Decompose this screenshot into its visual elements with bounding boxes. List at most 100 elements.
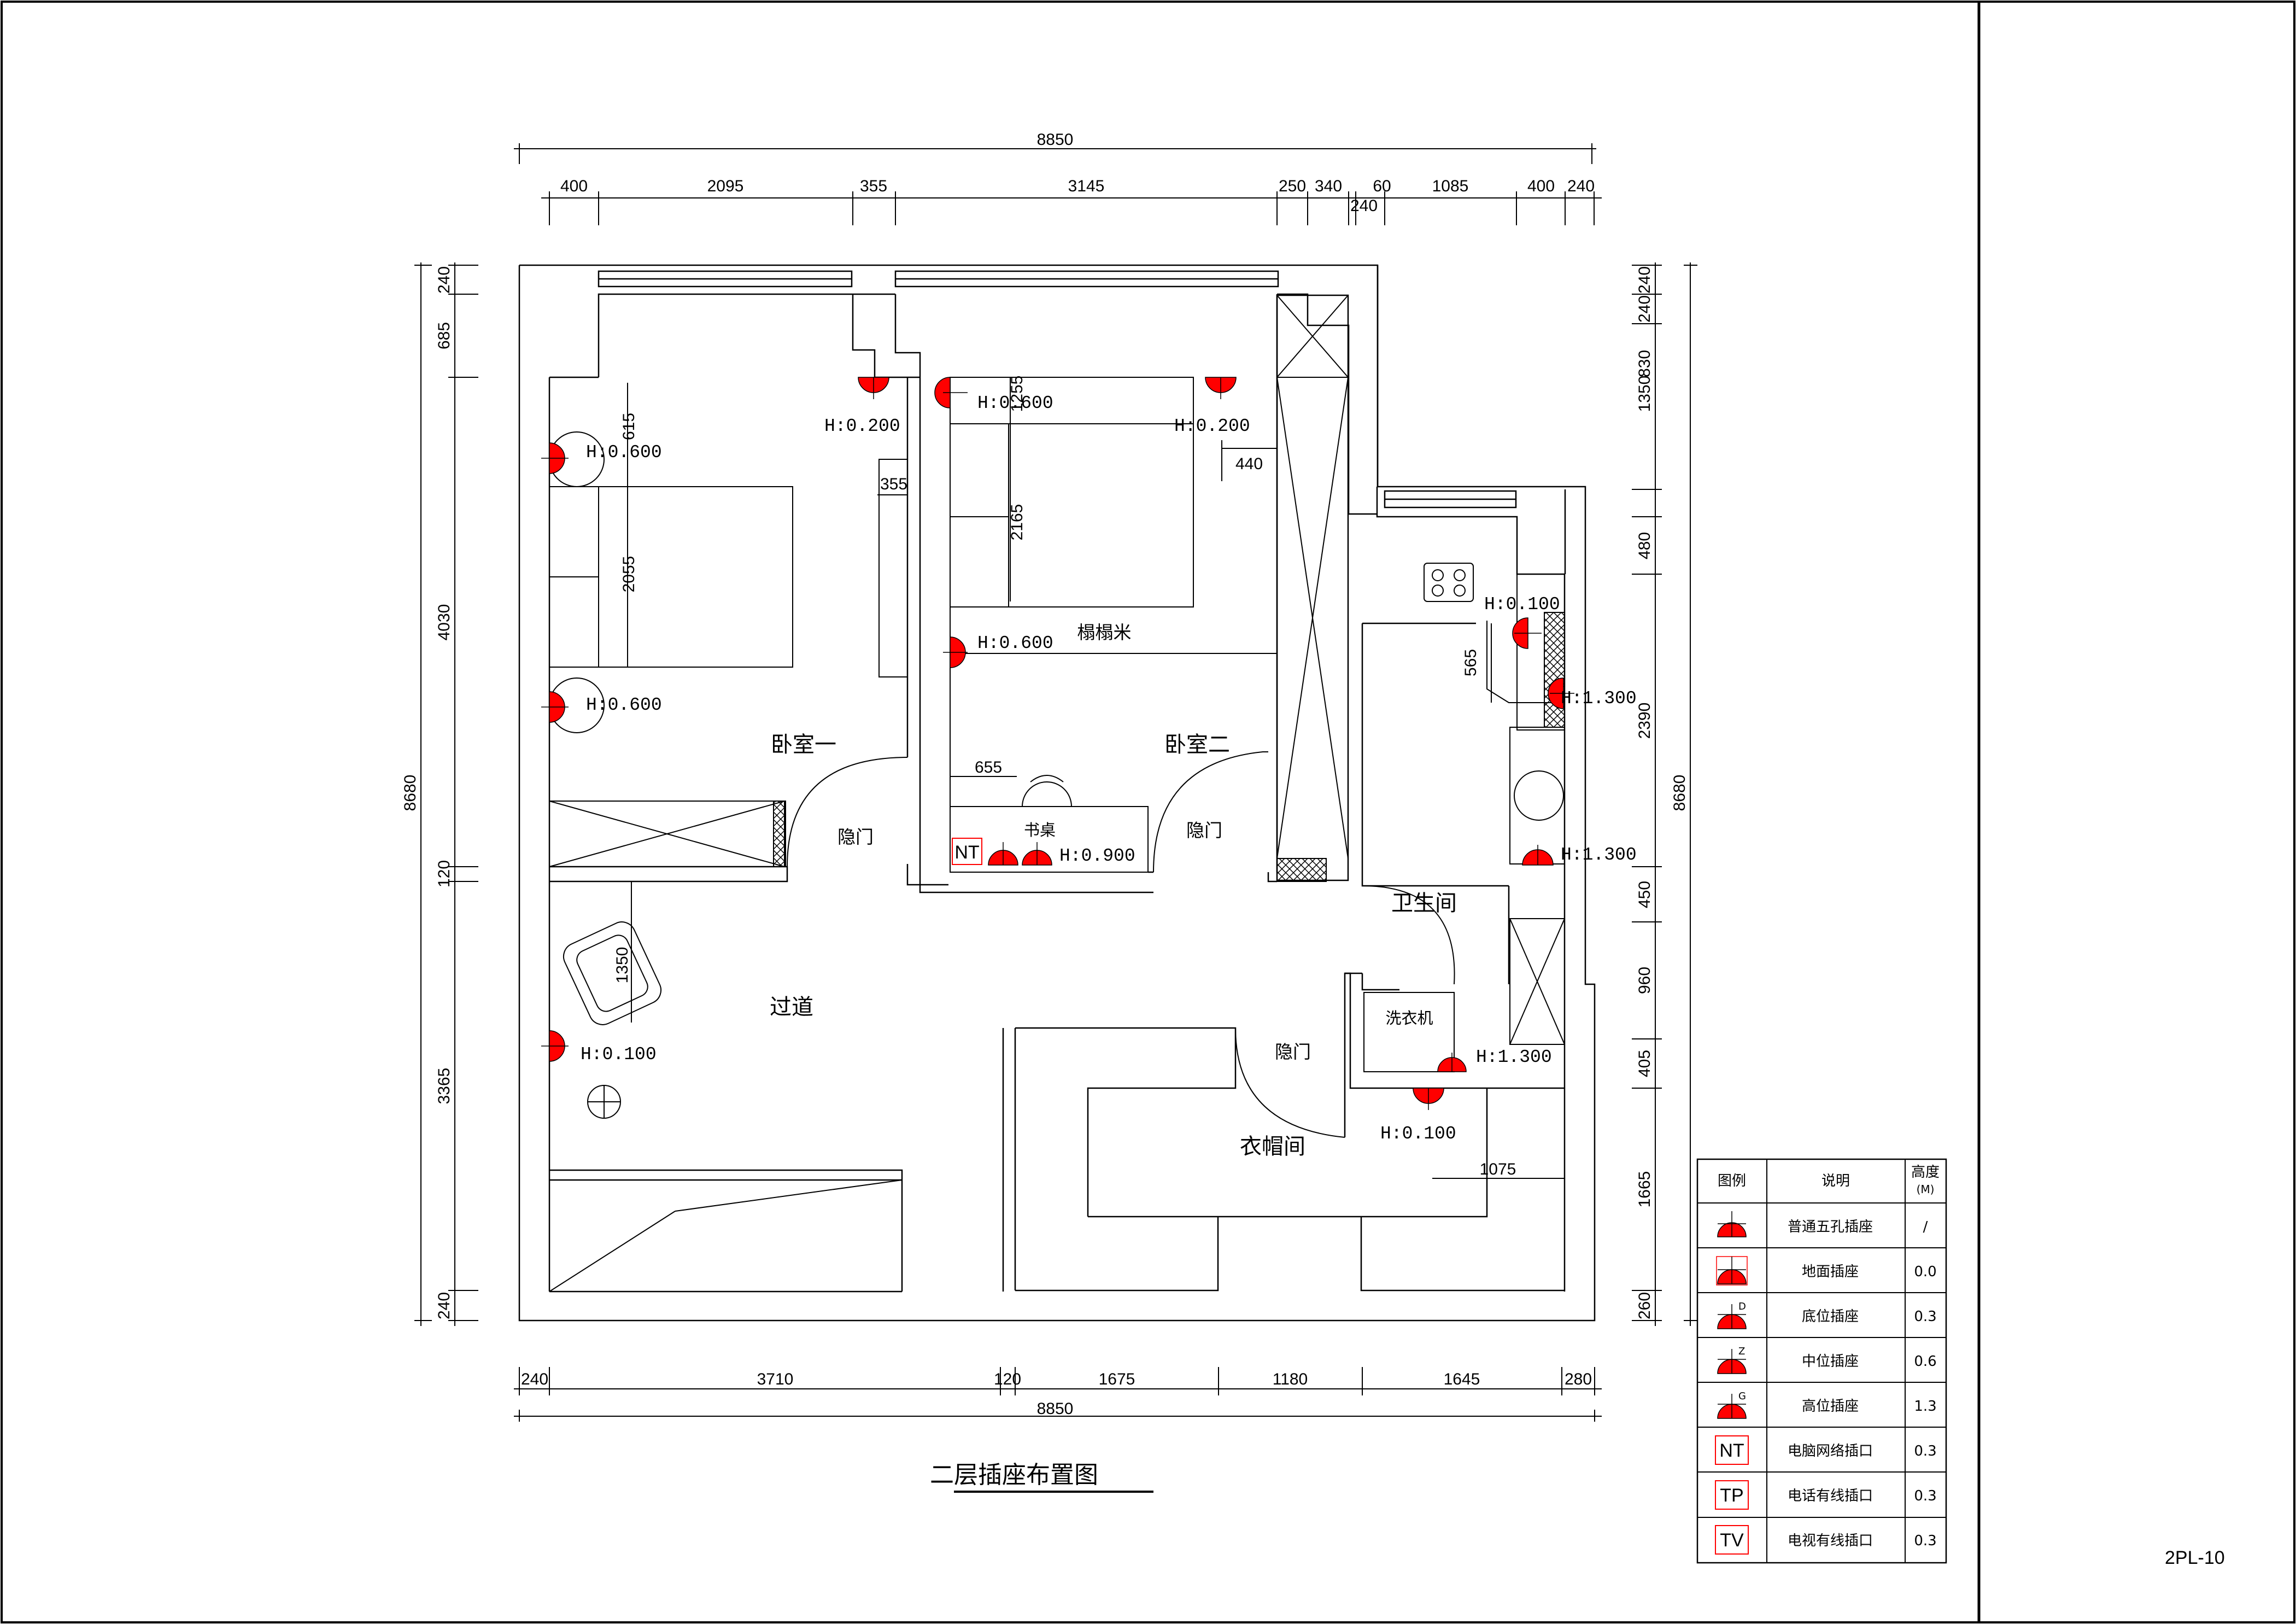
hidden-door-bedroom2 [1153, 751, 1268, 873]
dim-right-part: 405 [1636, 1050, 1654, 1077]
legend-symbol-tag: Z [1738, 1346, 1745, 1357]
socket-icon [1022, 842, 1052, 866]
dim-inner: 355 [880, 475, 907, 493]
dim-right-total: 8680 [1671, 775, 1689, 811]
dim-left-total: 8680 [401, 775, 419, 811]
legend-table: 图例 说明 高度 (M) D Z G NT TP TV 普通五孔插座 地面插座 [1696, 1158, 1947, 1564]
dim-left-part: 685 [435, 322, 453, 349]
dim-inner: 615 [620, 413, 638, 440]
legend-height: 0.3 [1914, 1533, 1936, 1549]
socket-icon [988, 842, 1018, 866]
dim-left-part: 240 [435, 1292, 453, 1319]
network-outlet-icon: NT [1715, 1435, 1749, 1465]
dim-bottom-total: 8850 [1037, 1400, 1074, 1418]
legend-header-symbol: 图例 [1718, 1173, 1746, 1189]
socket-height-label: H:0.600 [586, 442, 662, 463]
socket-icon [943, 636, 968, 668]
dim-top-total: 8850 [1037, 131, 1074, 149]
dim-bottom-part: 1645 [1444, 1370, 1480, 1388]
hidden-door-label: 隐门 [1275, 1041, 1311, 1062]
legend-symbol-tag: TV [1720, 1530, 1744, 1551]
dim-right-part: 2390 [1636, 703, 1654, 739]
socket-height-label: H:1.300 [1476, 1047, 1552, 1067]
dim-right-part: 240 [1636, 266, 1654, 294]
high-socket-icon [1717, 1394, 1747, 1419]
washer-label: 洗衣机 [1385, 1009, 1433, 1027]
dim-right-part: 240 [1636, 295, 1654, 323]
legend-description: 电话有线插口 [1788, 1488, 1873, 1504]
dim-top-part: 400 [560, 177, 588, 195]
dim-left-part: 120 [435, 860, 453, 887]
drawing-title: 二层插座布置图 [930, 1461, 1098, 1489]
room-label-bedroom-one: 卧室一 [771, 732, 836, 757]
legend-symbol-tag: G [1738, 1391, 1746, 1402]
phone-outlet-icon: TP [1715, 1480, 1749, 1510]
dim-top-part: 2095 [707, 177, 744, 195]
room-label-corridor: 过道 [770, 995, 813, 1020]
dim-inner: 440 [1235, 455, 1263, 473]
hidden-door-bedroom1 [787, 757, 908, 869]
socket-icon [1548, 677, 1574, 709]
socket-height-label: H:0.600 [977, 633, 1053, 653]
dim-inner: 2055 [620, 556, 638, 593]
dim-left-part: 240 [435, 266, 453, 294]
dim-bottom-part: 120 [994, 1370, 1021, 1388]
socket-icon [1717, 1211, 1747, 1237]
legend-height: / [1923, 1219, 1928, 1235]
dim-top-part: 3145 [1068, 177, 1105, 195]
dim-bottom-part: 280 [1565, 1370, 1592, 1388]
socket-height-label: H:0.600 [977, 393, 1053, 413]
socket-height-label: H:0.900 [1059, 846, 1135, 866]
legend-description: 中位插座 [1802, 1353, 1859, 1370]
dim-top-part: 240 [1350, 197, 1378, 215]
sockets [541, 377, 1574, 1110]
low-socket-icon [1717, 1304, 1747, 1329]
socket-height-label: H:0.100 [1484, 594, 1560, 615]
socket-icon [541, 691, 569, 723]
dim-inner: 565 [1462, 649, 1480, 676]
dim-bottom-part: 1180 [1273, 1370, 1308, 1388]
dim-top-part: 1085 [1432, 177, 1469, 195]
legend-height: 0.6 [1914, 1353, 1936, 1370]
socket-height-label: H:0.200 [824, 416, 900, 436]
legend-height: 1.3 [1914, 1398, 1936, 1415]
legend-symbol-tag: D [1738, 1301, 1746, 1312]
dim-right-part: 480 [1636, 532, 1654, 559]
desk-label: 书桌 [1024, 821, 1056, 839]
socket-icon [934, 377, 968, 408]
washing-machine [1363, 992, 1455, 1072]
doors [787, 751, 1455, 1138]
socket-icon [1522, 845, 1554, 866]
legend-description: 高位插座 [1802, 1398, 1859, 1415]
room-label-bathroom: 卫生间 [1391, 891, 1457, 916]
dim-top-part: 250 [1279, 177, 1306, 195]
network-outlet: NT [952, 838, 982, 865]
hidden-door-label: 隐门 [1186, 820, 1222, 841]
dim-left-part: 4030 [435, 604, 453, 641]
dim-right-part: 830 [1636, 350, 1654, 377]
socket-height-label: H:0.200 [1174, 416, 1250, 436]
tv-outlet-icon: TV [1715, 1525, 1749, 1555]
drawing-number: 2PL-10 [2165, 1547, 2225, 1568]
dim-top-part: 60 [1373, 177, 1391, 195]
room-label-bedroom-two: 卧室二 [1164, 732, 1230, 757]
dim-top-part: 400 [1527, 177, 1555, 195]
socket-height-label: H:0.100 [581, 1044, 657, 1065]
legend-description: 底位插座 [1802, 1308, 1859, 1325]
legend-header-description: 说明 [1821, 1173, 1850, 1189]
legend-symbol-tag: NT [1719, 1440, 1744, 1461]
mid-socket-icon [1717, 1349, 1747, 1374]
dim-bottom-part: 3710 [757, 1370, 794, 1388]
desk [950, 806, 1149, 873]
dim-top-part: 340 [1315, 177, 1342, 195]
socket-icon [1437, 1053, 1467, 1072]
bathroom-door [1362, 885, 1455, 985]
socket-icon [858, 377, 889, 399]
socket-height-label: H:1.300 [1561, 845, 1637, 865]
legend-height: 0.3 [1914, 1488, 1936, 1504]
dim-inner: 1350 [613, 947, 631, 984]
dim-right-part: 1350 [1636, 376, 1654, 412]
room-label-cloakroom: 衣帽间 [1240, 1134, 1305, 1159]
